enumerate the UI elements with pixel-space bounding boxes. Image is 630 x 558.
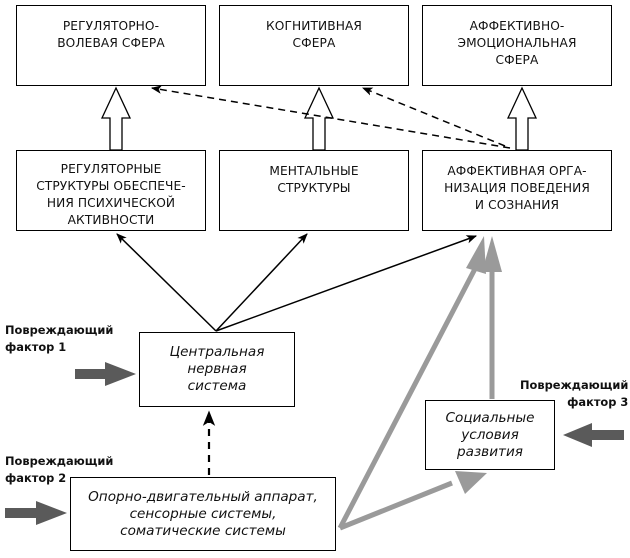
box-affective-organization: АФФЕКТИВНАЯ ОРГА- НИЗАЦИЯ ПОВЕДЕНИЯ И СО… (422, 150, 612, 231)
label-damaging-factor-3: Повреждающий фактор 3 (520, 378, 629, 409)
box-somatic-systems: Опорно-двигательный аппарат, сенсорные с… (70, 477, 336, 551)
factor-3-arrow (563, 423, 624, 447)
hollow-arrow-cogn (303, 86, 335, 151)
grey-arrow-somatic-to-social (339, 471, 487, 531)
box-affective-emotional-sphere: АФФЕКТИВНО- ЭМОЦИОНАЛЬНАЯ СФЕРА (422, 5, 612, 86)
hollow-arrow-reg (100, 86, 132, 151)
arrow-cns-to-reg-struct (116, 233, 217, 332)
factor-2-arrow (5, 501, 67, 525)
grey-arrow-social-to-aff-org (482, 236, 502, 399)
arrow-cns-to-mental (215, 233, 308, 332)
grey-arrow-somatic-to-aff-org (337, 236, 486, 530)
factor-1-arrow (75, 362, 136, 386)
dashed-arrow-to-cogn (362, 87, 506, 147)
box-central-nervous-system: Центральная нервная система (139, 332, 295, 407)
box-regulatory-volitional-sphere: РЕГУЛЯТОРНО- ВОЛЕВАЯ СФЕРА (16, 5, 206, 86)
box-mental-structures: МЕНТАЛЬНЫЕ СТРУКТУРЫ (219, 150, 409, 231)
hollow-arrow-aff (506, 86, 538, 151)
box-social-conditions: Социальные условия развития (425, 400, 555, 470)
box-regulatory-structures: РЕГУЛЯТОРНЫЕ СТРУКТУРЫ ОБЕСПЕЧЕ- НИЯ ПСИ… (16, 150, 206, 231)
dashed-arrow-to-reg-vol (150, 85, 511, 149)
arrow-cns-to-aff-org (215, 235, 477, 332)
label-damaging-factor-1: Повреждающий фактор 1 (5, 323, 114, 354)
box-cognitive-sphere: КОГНИТИВНАЯ СФЕРА (219, 5, 409, 86)
label-damaging-factor-2: Повреждающий фактор 2 (5, 454, 114, 485)
